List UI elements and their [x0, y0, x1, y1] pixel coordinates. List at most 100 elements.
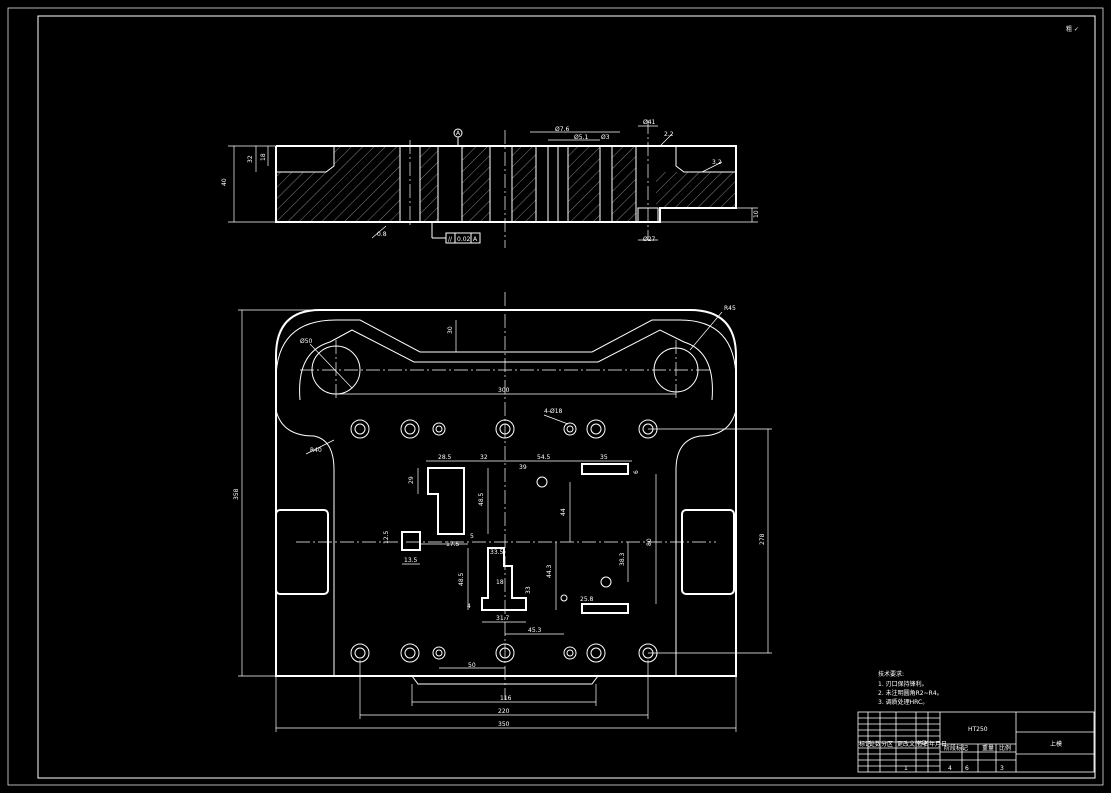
dim-48-5b: 48.5 [458, 572, 465, 586]
plan-view: 358 278 350 220 116 300 50 R45 Ø50 R40 3… [233, 292, 772, 732]
dim-39: 39 [519, 464, 527, 471]
dim-12-5: 12.5 [383, 530, 390, 544]
dim-4: 4 [467, 603, 471, 610]
section-hatch-7 [612, 146, 636, 222]
dim-5: 5 [470, 533, 474, 540]
dim-13-5: 13.5 [404, 557, 418, 564]
r45-leader [689, 311, 723, 351]
plan-top-arm-inner [299, 329, 713, 401]
r40-leader [305, 439, 335, 455]
right-side-pocket [681, 509, 735, 595]
small-hole-1 [536, 476, 548, 488]
notes-title: 技术要求: [878, 670, 904, 678]
small-hole-3 [560, 594, 568, 602]
dim-220: 220 [498, 708, 510, 715]
tol-symbol: // [448, 236, 453, 243]
corner-roughness-mark: 粗 ✓ [1066, 25, 1079, 33]
right-inner-wall [675, 409, 737, 676]
dim-50: 50 [468, 662, 476, 669]
phi50-leader [309, 343, 353, 389]
dim-80: 80 [646, 538, 653, 546]
tb-label-3: 分区 [881, 740, 893, 748]
punch-opening-2 [401, 531, 421, 551]
dim-35: 35 [600, 454, 608, 461]
dim-3-2: 3.2 [712, 159, 722, 166]
dim-3-2-leader [701, 161, 723, 173]
dim-350: 350 [498, 721, 510, 728]
section-hatch-6 [568, 146, 600, 222]
tb-scale-4: 3 [1000, 765, 1004, 772]
section-hatch-5 [512, 146, 536, 222]
dim-10: 10 [753, 210, 760, 218]
pin-hole [563, 422, 577, 436]
dim-roughness: 0.8 [377, 231, 387, 238]
section-left-step [276, 146, 335, 173]
tb-label-1: 标记 [859, 740, 871, 748]
dim-6: 6 [633, 470, 640, 474]
pin-hole [563, 646, 577, 660]
dim-116: 116 [500, 695, 512, 702]
dim-44: 44 [560, 508, 567, 516]
left-inner-wall [275, 409, 335, 676]
dim-28-5: 28.5 [438, 454, 452, 461]
dim-45-3: 45.3 [528, 627, 542, 634]
tol-datum: A [473, 236, 478, 243]
bottom-notch [411, 675, 599, 685]
bolt-hole [350, 643, 370, 663]
pin-hole [432, 646, 446, 660]
dim-38-3: 38.3 [619, 552, 626, 566]
dim-358: 358 [233, 488, 240, 500]
tb-label-2: 处数 [869, 740, 881, 748]
outer-border [7, 7, 1104, 786]
punch-slot-top [581, 463, 629, 475]
inner-border [37, 15, 1096, 779]
tb-label-5: 签名 [917, 740, 929, 748]
tb-stage: 阶段标记 [944, 744, 968, 752]
dim-32: 32 [247, 155, 254, 163]
punch-slot-bottom [581, 603, 629, 614]
section-hatch-3 [420, 146, 438, 222]
dim-33: 33 [525, 586, 532, 594]
dim-17-5: 17.5 [446, 541, 460, 548]
title-block: HT250 上模 标记 处数 分区 更改文件号 签名 年月日 阶段标记 重量 比… [857, 711, 1095, 773]
dim-phi-c: Ø3 [601, 134, 610, 141]
punch-opening-1 [427, 467, 465, 535]
dim-54-5: 54.5 [537, 454, 551, 461]
dim-300: 300 [498, 387, 510, 394]
top-hole-row [350, 419, 658, 439]
tb-label-4: 更改文件号 [897, 740, 927, 748]
tb-scale-2: 4 [948, 765, 952, 772]
dim-18: 18 [260, 153, 267, 161]
dim-holes: 4-Ø18 [544, 408, 563, 415]
section-hatch-4 [462, 146, 490, 222]
technical-notes: 技术要求: 1. 刃口保持锋利。 2. 未注明圆角R2~R4。 3. 调质处理H… [878, 670, 943, 706]
dim-31-7: 31.7 [496, 615, 510, 622]
section-hatch-8 [656, 172, 736, 208]
dim-phi-d: Ø41 [643, 119, 656, 126]
dim-30: 30 [447, 326, 454, 334]
dim-25-8: 25.8 [580, 596, 594, 603]
section-hatch-1 [276, 172, 334, 222]
dim-phi-b: Ø5.1 [574, 134, 588, 141]
bolt-hole [586, 419, 606, 439]
holes-leader [543, 414, 569, 425]
section-outline [275, 145, 737, 223]
dim-32b: 32 [480, 454, 488, 461]
plan-top-arm [275, 319, 737, 381]
dim-44-3: 44.3 [546, 564, 553, 578]
dim-33-5: 33.5 [490, 549, 504, 556]
tb-part-name: 上模 [1050, 740, 1062, 748]
tb-scale-3: 6 [965, 765, 969, 772]
dim-29: 29 [408, 476, 415, 484]
section-hatch-2 [334, 146, 400, 222]
tol-frame [445, 232, 481, 244]
tb-weight: 重量 [982, 744, 994, 752]
notes-item-2: 2. 未注明圆角R2~R4。 [878, 689, 943, 697]
tol-value: 0.02 [457, 236, 471, 243]
bolt-hole [495, 643, 515, 663]
roughness-leader [371, 225, 387, 239]
notes-item-1: 1. 刃口保持锋利。 [878, 680, 928, 688]
left-side-pocket [275, 509, 329, 595]
tb-scale-1: 1 [904, 765, 908, 772]
